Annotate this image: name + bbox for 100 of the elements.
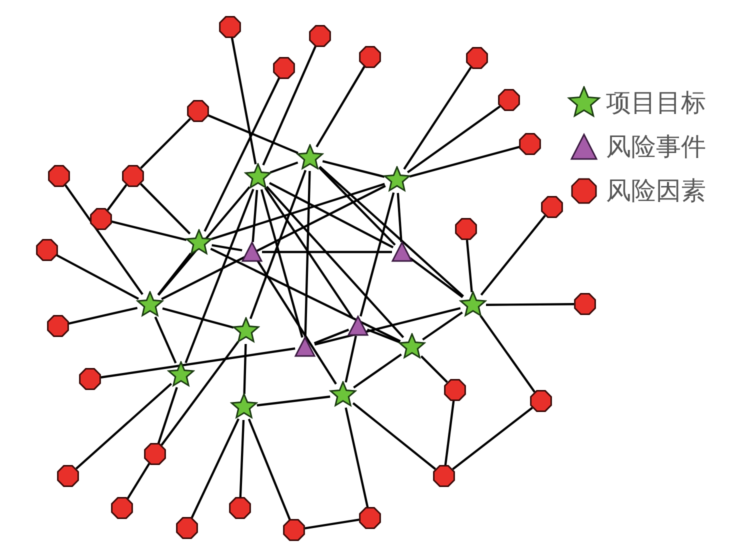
star-node: [459, 291, 487, 319]
connector-line: [270, 161, 298, 174]
octagon-node: [121, 164, 145, 188]
connector-line: [126, 462, 150, 500]
star-node: [167, 361, 195, 389]
triangle-node: [347, 315, 369, 337]
octagon-node: [46, 314, 70, 338]
connector-line: [239, 420, 245, 498]
connector-line: [486, 303, 574, 306]
connector-line: [403, 66, 472, 170]
star-node: [383, 166, 411, 194]
connector-line: [260, 189, 304, 338]
star-node: [232, 317, 260, 345]
legend-label: 项目目标: [606, 87, 706, 120]
star-node: [398, 333, 426, 361]
connector-line: [480, 214, 546, 296]
octagon-node: [175, 516, 199, 540]
octagon-node: [443, 378, 467, 402]
connector-line: [100, 347, 296, 378]
star-node: [230, 393, 258, 421]
connector-line: [409, 257, 464, 298]
triangle-node: [294, 336, 316, 358]
octagon-node: [282, 518, 306, 542]
octagon-node: [78, 367, 102, 391]
connector-line: [314, 328, 350, 344]
connector-line: [353, 354, 402, 388]
connector-line: [422, 312, 463, 340]
connector-line: [252, 190, 258, 242]
connector-line: [111, 220, 187, 241]
star-node: [329, 381, 357, 409]
connector-line: [212, 244, 242, 252]
connector-line: [262, 46, 317, 166]
connector-line: [396, 192, 402, 242]
connector-line: [160, 340, 240, 446]
connector-line: [360, 192, 395, 317]
connector-line: [140, 118, 191, 169]
legend-label: 风险因素: [606, 175, 706, 208]
connector-line: [56, 254, 140, 300]
connector-line: [211, 182, 385, 240]
connector-line: [256, 396, 330, 406]
connector-line: [190, 418, 240, 518]
octagon-node: [218, 15, 242, 39]
octagon-node: [497, 88, 521, 112]
octagon-node: [358, 45, 382, 69]
octagon-node: [465, 46, 489, 70]
connector-line: [352, 402, 436, 470]
octagon-node: [35, 238, 59, 262]
connector-line: [184, 188, 254, 364]
octagon-node: [272, 56, 296, 80]
connector-line: [157, 386, 178, 444]
connector-line: [140, 183, 191, 234]
connector-line: [466, 240, 473, 292]
connector-line: [420, 355, 448, 383]
triangle-node: [391, 241, 413, 263]
octagon-node: [308, 24, 332, 48]
octagon-node: [518, 132, 542, 156]
octagon-node: [56, 464, 80, 488]
connector-line: [322, 160, 385, 178]
connector-line: [161, 184, 386, 300]
connector-line: [444, 400, 455, 466]
connector-line: [344, 336, 357, 383]
octagon-node: [573, 292, 597, 316]
connector-line: [344, 407, 369, 508]
connector-line: [248, 418, 291, 520]
connector-line: [316, 66, 366, 148]
connector-line: [208, 114, 298, 154]
connector-line: [64, 184, 144, 296]
connector-line: [204, 77, 280, 232]
connector-line: [314, 307, 461, 346]
octagon-node: [47, 164, 71, 188]
connector-line: [269, 182, 394, 248]
connector-line: [318, 166, 396, 246]
star-node: [136, 291, 164, 319]
connector-line: [264, 187, 354, 318]
connector-line: [249, 170, 307, 320]
octagon-node: [89, 207, 113, 231]
connector-line: [230, 38, 257, 164]
connector-line: [262, 250, 392, 254]
connector-line: [210, 248, 401, 342]
octagon-node: [432, 464, 456, 488]
connector-line: [266, 186, 404, 338]
connector-line: [162, 307, 234, 329]
octagon-node: [358, 506, 382, 530]
octagon-node: [228, 496, 252, 520]
connector-line: [366, 328, 400, 344]
connector-line: [68, 306, 138, 325]
star-node: [185, 229, 213, 257]
connector-line: [409, 146, 520, 178]
connector-line: [406, 106, 501, 174]
octagon-node: [143, 442, 167, 466]
octagon-node: [454, 217, 478, 241]
connector-line: [318, 166, 464, 298]
connector-line: [75, 382, 172, 470]
connector-line: [452, 406, 533, 470]
connector-line: [256, 260, 337, 385]
octagon-node: [529, 389, 553, 413]
connector-line: [157, 252, 192, 296]
triangle-node: [241, 241, 263, 263]
star-node: [296, 144, 324, 172]
connector-line: [154, 316, 177, 364]
